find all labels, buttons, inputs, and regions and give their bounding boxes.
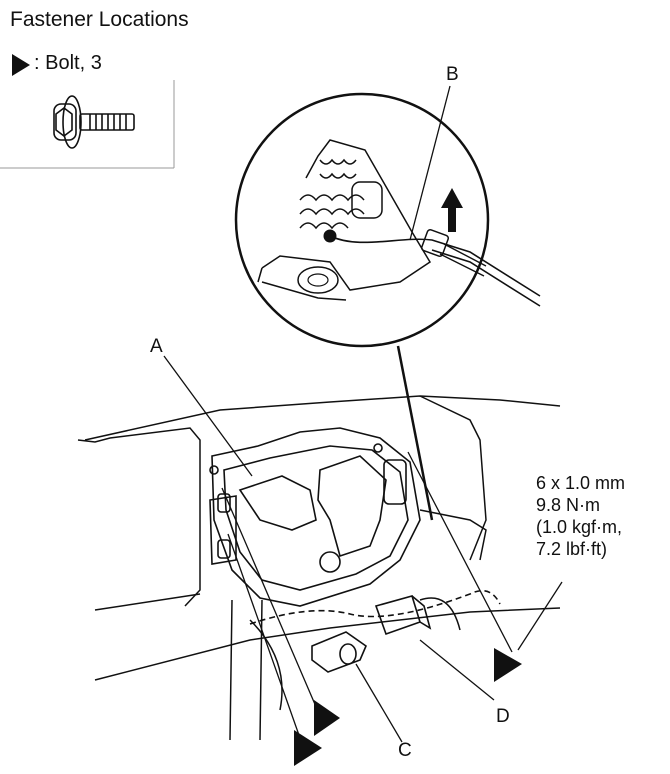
torque-spec-lbfft: 7.2 lbf·ft) <box>536 539 608 559</box>
callout-a: A <box>150 336 163 357</box>
callout-c: C <box>398 740 412 761</box>
legend-frame <box>0 80 175 169</box>
detail-leader <box>396 345 434 521</box>
callout-d: D <box>496 706 510 727</box>
bolt-icon <box>53 95 135 149</box>
bolt-marker-left <box>294 730 322 766</box>
torque-spec: 6 x 1.0 mm 9.8 N·m (1.0 kgf·m, 7.2 lbf·f… <box>536 472 625 560</box>
torque-spec-kgfm: (1.0 kgf·m, <box>536 517 623 537</box>
torque-spec-size: 6 x 1.0 mm <box>536 473 626 493</box>
callout-b: B <box>446 64 459 85</box>
hood-latch <box>209 427 501 673</box>
callout-leaders <box>163 85 563 743</box>
torque-spec-nm: 9.8 N·m <box>536 495 601 515</box>
page-title: Fastener Locations <box>10 8 189 31</box>
bolt-markers <box>294 648 522 766</box>
radiator-support-outline <box>77 395 561 741</box>
legend-label: : Bolt, 3 <box>34 52 102 74</box>
triangle-marker-icon <box>12 54 30 76</box>
bolt-marker-right <box>494 648 522 682</box>
detail-view <box>234 92 541 348</box>
bolt-marker-center <box>314 700 340 736</box>
